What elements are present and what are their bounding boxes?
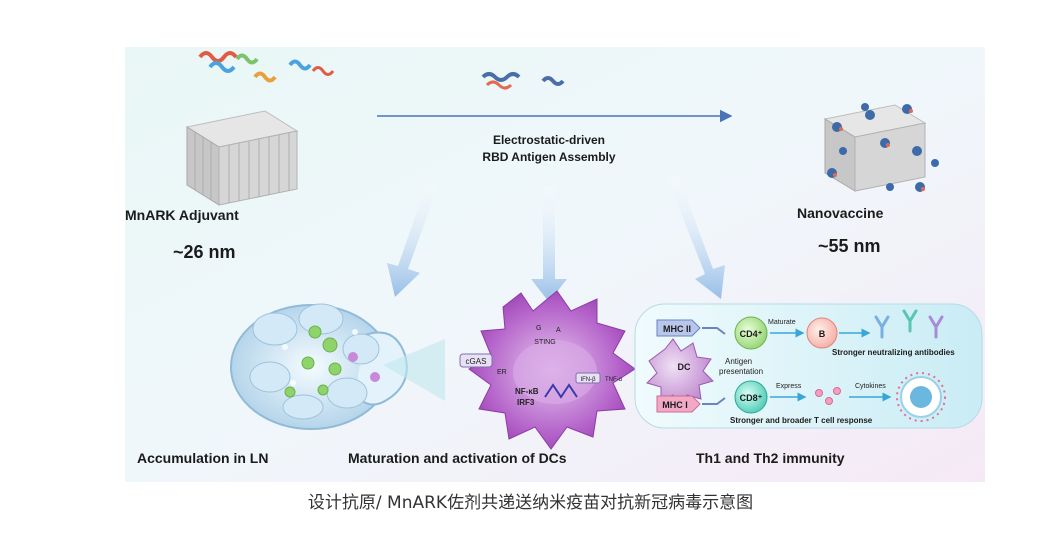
cd8-label: CD8⁺ [740, 393, 763, 403]
mhc-receptors [702, 327, 726, 405]
cd4-cell [734, 316, 768, 350]
figure-caption: 设计抗原/ MnARK佐剂共递送纳米疫苗对抗新冠病毒示意图 [307, 493, 754, 513]
sting-label: STING [534, 339, 555, 346]
adjuvant-cube [185, 110, 299, 206]
dc-cell-small [646, 338, 714, 408]
assembly-label-line1: Electrostatic-driven [493, 133, 605, 147]
mhc1-label: MHC I [662, 400, 688, 410]
mhc2-label: MHC II [663, 324, 691, 334]
irf3-label: IRF3 [517, 398, 535, 407]
virus-icon [896, 372, 946, 422]
panel-ln-label: Accumulation in LN [137, 450, 268, 466]
cytokines-label: Cytokines [855, 383, 886, 390]
nfkb-label: NF-κB [515, 387, 539, 396]
tcell-text: Stronger and broader T cell response [730, 416, 873, 425]
rbd-protein-icons [198, 51, 335, 83]
antigen-label: Antigen [725, 357, 752, 366]
cd8-cell [734, 380, 768, 414]
cgas-box [459, 353, 493, 368]
er-label: ER [497, 369, 507, 376]
b-cell-label: B [819, 329, 826, 339]
cgas-label: cGAS [466, 357, 487, 366]
nanovaccine-cube [823, 103, 939, 192]
dendritic-cell-illustration [468, 290, 636, 450]
ifn-box [575, 372, 601, 384]
panel-dc-label: Maturation and activation of DCs [348, 450, 567, 466]
nanovaccine-label: Nanovaccine [797, 205, 884, 221]
adjuvant-label: MnARK Adjuvant [125, 207, 239, 223]
mhc2-tag [656, 319, 701, 337]
lymph-node-illustration [230, 303, 445, 430]
mhc1-tag [656, 395, 701, 413]
panel-immunity-label: Th1 and Th2 immunity [696, 450, 845, 466]
schematic-svg: Electrostatic-driven RBD Antigen Assembl… [125, 47, 985, 482]
rbd-antigen-icons [481, 72, 565, 90]
presentation-label: presentation [719, 367, 763, 376]
ifn-label: IFN-β [580, 377, 596, 383]
b-cell [806, 317, 838, 349]
nanovaccine-size: ~55 nm [818, 236, 881, 256]
cytokine-dots [815, 387, 841, 405]
schematic-figure: Electrostatic-driven RBD Antigen Assembl… [125, 47, 985, 482]
immunity-panel [634, 303, 983, 429]
tnf-label: TNF-α [605, 377, 623, 383]
cd4-label: CD4⁺ [740, 329, 763, 339]
antibody-icons [874, 309, 944, 339]
adjuvant-size: ~26 nm [173, 242, 236, 262]
maturate-label: Maturate [768, 319, 796, 326]
antibodies-text: Stronger neutralizing antibodies [832, 348, 955, 357]
assembly-label-line2: RBD Antigen Assembly [482, 150, 615, 164]
g-label: G [536, 325, 541, 332]
flow-arrows [387, 175, 725, 302]
express-label: Express [776, 383, 802, 390]
a-label: A [556, 327, 561, 334]
dc-small-label: DC [678, 362, 691, 372]
